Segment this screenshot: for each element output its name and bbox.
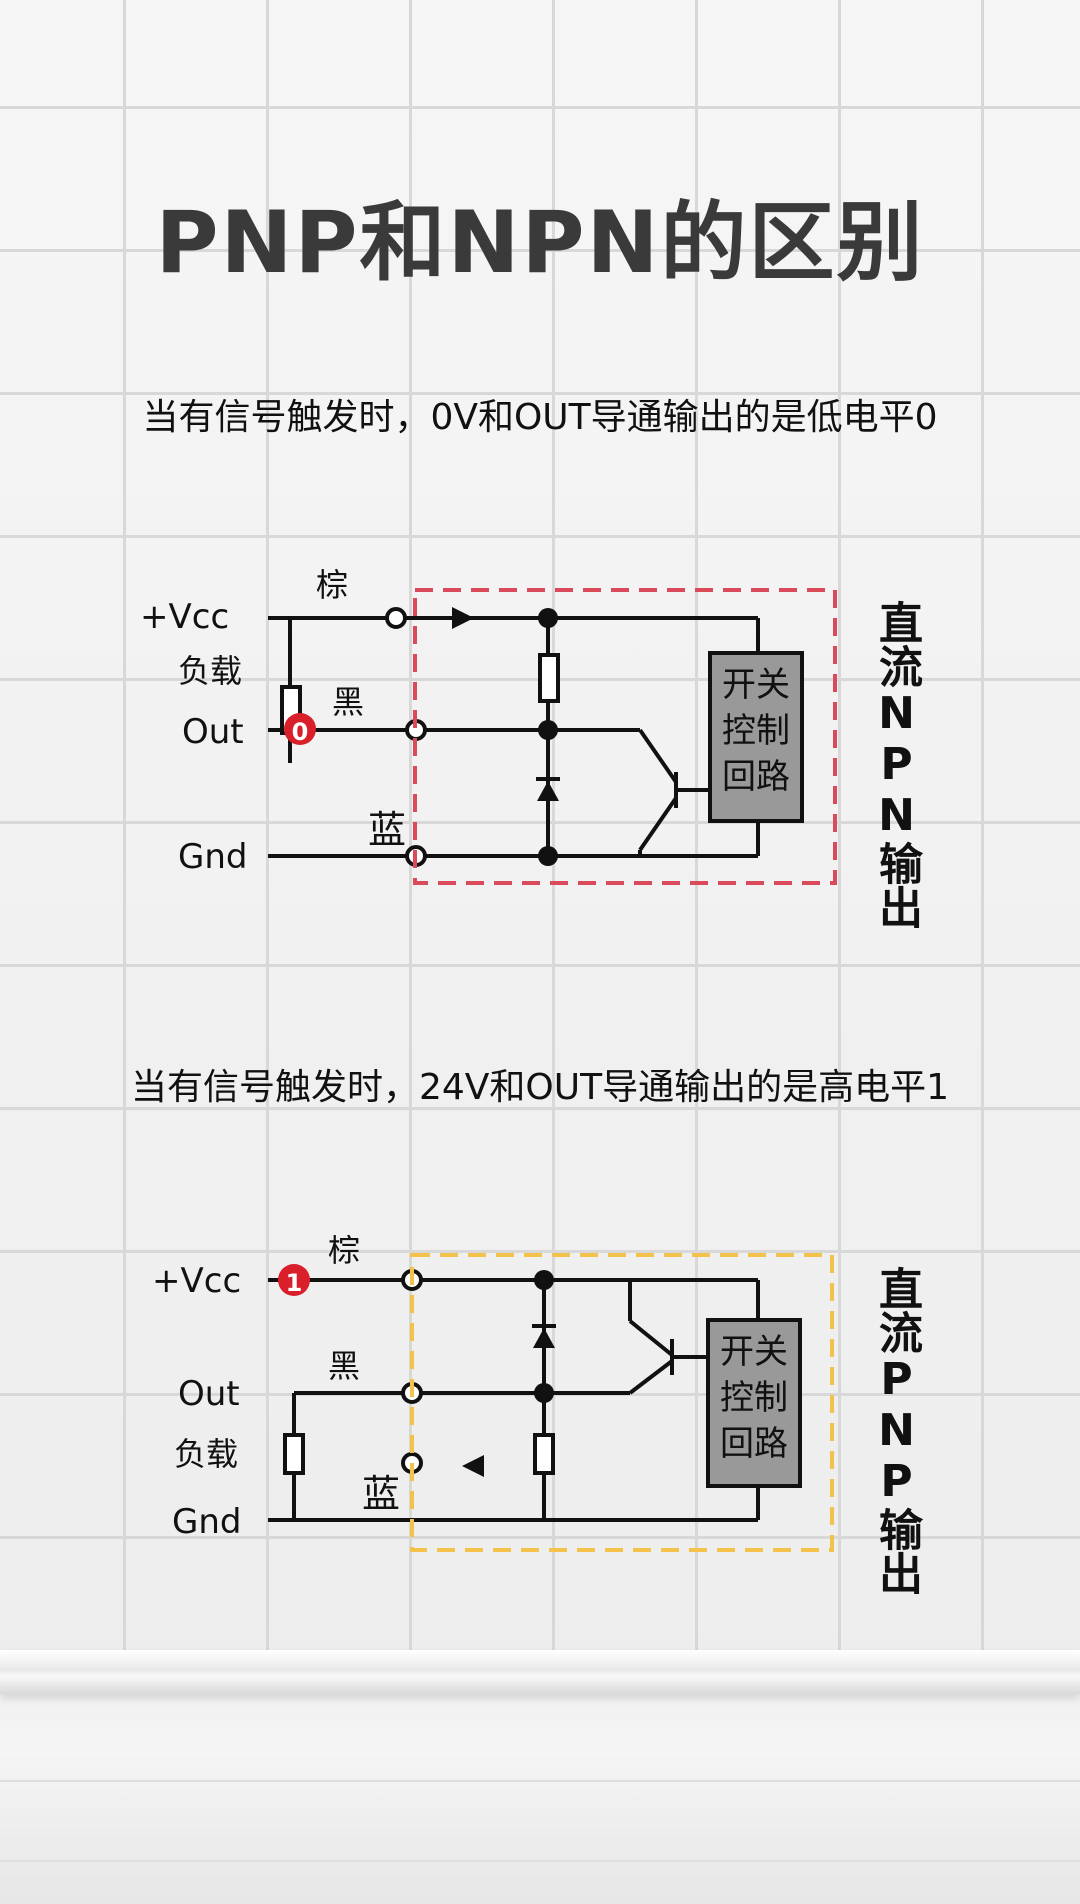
npn-current-arrow-icon [452, 607, 474, 629]
pnp-wires [268, 1278, 760, 1522]
npn-control-line3: 回路 [722, 757, 790, 797]
npn-state-marker [284, 713, 316, 745]
npn-junction [538, 720, 558, 740]
npn-wires [268, 616, 760, 858]
npn-caption: 当有信号触发时，0V和OUT导通输出的是低电平0 [142, 397, 938, 438]
pnp-load-resistor [283, 1433, 305, 1475]
pnp-control-line3: 回路 [720, 1424, 788, 1464]
pnp-diode-icon [533, 1328, 555, 1348]
pnp-junction [534, 1383, 554, 1403]
pnp-state-value: 1 [286, 1269, 303, 1297]
npn-circuit-svg: 开关 控制 回路 +Vcc 负载 Out Gnd 棕 黑 蓝 0 [140, 566, 837, 885]
pnp-circuit-svg: 开关 控制 回路 +Vcc Out 负载 Gnd 棕 黑 蓝 1 [152, 1235, 834, 1552]
pnp-control-box [706, 1318, 802, 1488]
npn-diode-icon [537, 781, 559, 801]
npn-state-value: 0 [292, 718, 309, 746]
npn-vcc-label: +Vcc [140, 597, 229, 637]
pnp-side-label: 直流PNP输出 [871, 1266, 922, 1595]
npn-brown-label: 棕 [316, 566, 348, 604]
npn-blue-label: 蓝 [368, 808, 406, 852]
npn-gnd-label: Gnd [178, 837, 247, 877]
npn-junction [538, 608, 558, 628]
pnp-caption: 当有信号触发时，24V和OUT导通输出的是高电平1 [130, 1067, 950, 1108]
npn-junction [538, 846, 558, 866]
pnp-junction [534, 1270, 554, 1290]
pnp-load-label: 负载 [174, 1435, 238, 1473]
npn-internal-resistor [538, 653, 560, 703]
npn-diagram: 开关 控制 回路 +Vcc 负载 Out Gnd 棕 黑 蓝 0 [0, 560, 1080, 900]
npn-control-line2: 控制 [722, 711, 790, 751]
baseboard [0, 1650, 1080, 1694]
pnp-control-line2: 控制 [720, 1378, 788, 1418]
npn-side-label: 直流NPN输出 [871, 600, 922, 929]
npn-control-line1: 开关 [722, 665, 790, 705]
npn-load-label: 负载 [178, 652, 242, 690]
npn-out-label: Out [182, 712, 244, 752]
npn-control-box [708, 651, 804, 823]
pnp-gnd-label: Gnd [172, 1502, 241, 1542]
pnp-vcc-label: +Vcc [152, 1261, 241, 1301]
pnp-blue-label: 蓝 [362, 1472, 400, 1516]
pnp-brown-label: 棕 [328, 1235, 360, 1269]
pnp-dashed-frame [410, 1253, 834, 1552]
npn-terminal-brown [385, 607, 407, 629]
pnp-black-label: 黑 [328, 1347, 360, 1385]
npn-dashed-frame [413, 588, 837, 885]
page-title: PNP和NPN的区别 [155, 193, 925, 293]
npn-black-label: 黑 [332, 683, 364, 721]
pnp-diagram: 开关 控制 回路 +Vcc Out 负载 Gnd 棕 黑 蓝 1 [0, 1235, 1080, 1575]
pnp-state-marker [278, 1264, 310, 1296]
pnp-out-label: Out [178, 1374, 240, 1414]
pnp-current-arrow-icon [462, 1455, 484, 1477]
floor-line [0, 1860, 1080, 1862]
floor-line [0, 1780, 1080, 1782]
pnp-internal-resistor [533, 1433, 555, 1475]
pnp-control-line1: 开关 [720, 1332, 788, 1372]
